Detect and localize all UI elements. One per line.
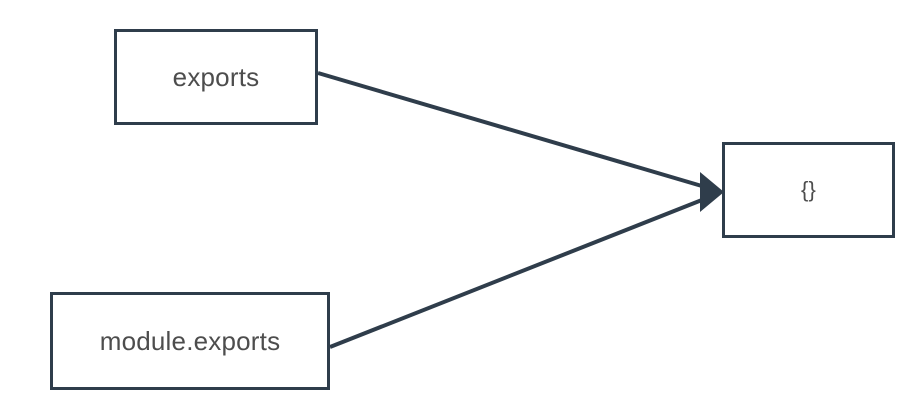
node-module-exports-label: module.exports	[99, 326, 281, 356]
node-exports[interactable]: exports	[114, 29, 318, 125]
node-empty-object[interactable]: {}	[722, 142, 895, 238]
arrowhead-icon	[700, 172, 724, 212]
node-exports-label: exports	[172, 62, 260, 92]
node-empty-object-label: {}	[800, 177, 817, 202]
edge-exports-to-empty-object	[317, 71, 713, 191]
edge-module-exports-to-empty-object	[329, 194, 713, 349]
node-module-exports[interactable]: module.exports	[50, 292, 330, 390]
